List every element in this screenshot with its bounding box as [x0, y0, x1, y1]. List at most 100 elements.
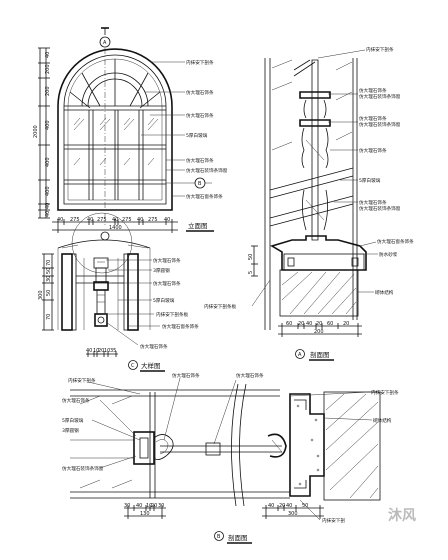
svg-text:仿大理石饰条: 仿大理石饰条 — [359, 199, 387, 206]
svg-text:内抹安下剖条: 内抹安下剖条 — [371, 389, 399, 396]
svg-text:内抹安下剖条: 内抹安下剖条 — [186, 59, 214, 66]
svg-text:300: 300 — [38, 290, 44, 300]
svg-text:200: 200 — [45, 86, 51, 96]
section-b-title: 剖面图 — [228, 533, 248, 542]
svg-text:40: 40 — [164, 217, 170, 223]
svg-text:仿大理石饰条: 仿大理石饰条 — [236, 372, 264, 379]
svg-text:30: 30 — [158, 503, 164, 509]
svg-text:B: B — [217, 534, 221, 540]
svg-text:20: 20 — [298, 321, 304, 327]
arch-muntins — [69, 59, 161, 109]
svg-text:仿大理石饰条: 仿大理石饰条 — [140, 343, 168, 350]
detail-view: 70 50 30 50 70 300 40 10 20 10 35 — [38, 212, 199, 372]
section-a-leaders — [251, 49, 378, 307]
elevation-leaders — [141, 61, 185, 197]
section-a-wall-hatch — [271, 59, 353, 151]
svg-text:400: 400 — [45, 186, 51, 196]
svg-text:内抹安下剖条: 内抹安下剖条 — [68, 377, 96, 384]
glass-reflection-hatch — [73, 117, 159, 166]
section-b-leaders — [87, 377, 373, 521]
svg-text:仿大理石饰条: 仿大理石饰条 — [359, 147, 387, 154]
svg-text:50: 50 — [46, 268, 52, 274]
svg-text:130: 130 — [140, 511, 150, 517]
svg-text:C: C — [131, 363, 135, 369]
svg-text:400: 400 — [45, 120, 51, 130]
svg-text:30: 30 — [46, 276, 52, 282]
svg-text:30: 30 — [124, 503, 130, 509]
svg-text:20: 20 — [316, 321, 322, 327]
svg-text:仿大理石装饰条饰窗: 仿大理石装饰条饰窗 — [359, 121, 401, 128]
svg-text:B: B — [198, 181, 202, 187]
svg-text:40: 40 — [45, 52, 51, 58]
svg-text:40: 40 — [57, 217, 63, 223]
svg-text:60: 60 — [286, 321, 292, 327]
section-a-marker — [295, 349, 305, 359]
section-b-left-mullion — [133, 431, 174, 465]
section-b-hardware — [205, 433, 287, 458]
marker-a-label: A — [103, 40, 107, 46]
watermark: 沐风 — [388, 507, 416, 524]
detail-title: 大样图 — [141, 361, 161, 370]
svg-text:50: 50 — [248, 254, 254, 260]
svg-text:3厚圆钢: 3厚圆钢 — [153, 267, 170, 274]
section-a-bottom-dims: 60 20 40 20 60 20 200 — [278, 321, 362, 337]
svg-text:40: 40 — [306, 321, 312, 327]
elevation-view: A — [33, 27, 228, 241]
svg-text:仿大理石装饰条饰窗: 仿大理石装饰条饰窗 — [62, 465, 104, 472]
svg-text:仿大理石窗条饰条: 仿大理石窗条饰条 — [186, 193, 223, 200]
svg-text:40: 40 — [268, 503, 274, 509]
svg-text:仿大理石饰条: 仿大理石饰条 — [186, 89, 214, 96]
section-b-view: 30 40 10 20 30 130 40 20 40 50 300 — [62, 372, 399, 544]
svg-text:50: 50 — [46, 290, 52, 296]
section-a-glass-lines — [269, 59, 354, 227]
svg-text:仿大理石饰条: 仿大理石饰条 — [359, 87, 387, 94]
svg-text:10: 10 — [104, 348, 110, 354]
svg-text:300: 300 — [288, 511, 298, 517]
section-a-view: 50 5 60 20 40 20 60 20 200 — [204, 46, 414, 361]
svg-text:仿大理石饰条: 仿大理石饰条 — [153, 257, 181, 264]
svg-text:5厚白玻璃: 5厚白玻璃 — [186, 132, 208, 139]
svg-text:内抹安下剖条: 内抹安下剖条 — [366, 46, 394, 53]
svg-text:5厚白玻璃: 5厚白玻璃 — [359, 177, 381, 184]
svg-text:400: 400 — [45, 157, 51, 167]
elevation-horizontal-dims: 40 275 40 275 40 275 40 275 40 1400 — [52, 217, 178, 233]
svg-text:275: 275 — [148, 217, 158, 223]
svg-text:内抹安下剖: 内抹安下剖 — [322, 517, 345, 524]
section-b-left-hatch — [79, 395, 133, 489]
svg-text:仿大理石饰条: 仿大理石饰条 — [186, 112, 214, 119]
svg-text:10: 10 — [146, 503, 152, 509]
section-a-mullion — [299, 59, 331, 241]
svg-text:20: 20 — [98, 348, 104, 354]
svg-text:10: 10 — [93, 348, 99, 354]
svg-text:5厚白玻璃: 5厚白玻璃 — [62, 417, 84, 424]
svg-text:40: 40 — [45, 203, 51, 209]
horizontal-muntins — [64, 144, 166, 185]
svg-text:275: 275 — [122, 217, 132, 223]
section-a-sill — [270, 235, 367, 271]
svg-text:60: 60 — [327, 321, 333, 327]
window-inner-frame — [63, 54, 167, 205]
svg-text:仿大理石装饰条饰窗: 仿大理石装饰条饰窗 — [186, 167, 228, 174]
svg-text:3厚圆钢: 3厚圆钢 — [62, 427, 79, 434]
svg-text:2000: 2000 — [33, 125, 39, 138]
svg-text:70: 70 — [46, 260, 52, 266]
svg-text:40: 40 — [87, 217, 93, 223]
elevation-vertical-dims: 40 200 200 400 400 400 2000 40 40 — [33, 47, 51, 219]
elevation-title: 立面图 — [188, 221, 208, 230]
svg-text:仿大理石装饰条饰窗: 仿大理石装饰条饰窗 — [359, 93, 401, 100]
section-b-jamb — [289, 391, 381, 501]
svg-text:仿大理石窗条饰条: 仿大理石窗条饰条 — [162, 323, 199, 330]
vertical-muntins — [88, 110, 144, 200]
svg-text:仿大理石窗条饰条: 仿大理石窗条饰条 — [377, 238, 414, 245]
svg-text:仿大理石饰条: 仿大理石饰条 — [359, 115, 387, 122]
svg-text:40: 40 — [286, 503, 292, 509]
svg-text:40: 40 — [45, 211, 51, 217]
detail-marker — [128, 360, 138, 370]
section-a-masonry — [279, 269, 359, 317]
svg-text:275: 275 — [97, 217, 107, 223]
section-b-left-dims: 30 40 10 20 30 130 — [124, 503, 166, 519]
svg-text:仿大理石饰条: 仿大理石饰条 — [62, 397, 90, 404]
detail-vertical-dims: 70 50 30 50 70 300 — [38, 253, 54, 331]
svg-text:40: 40 — [137, 217, 143, 223]
